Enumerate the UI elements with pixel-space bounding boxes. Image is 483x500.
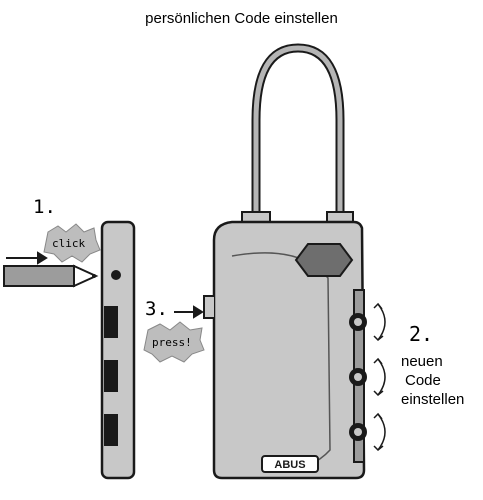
- press-burst: [143, 321, 205, 363]
- rotate-arrow-icon: [373, 357, 386, 397]
- side-slot-1: [104, 306, 118, 338]
- instruction-line: neuen: [401, 353, 443, 370]
- side-slot-2: [104, 360, 118, 392]
- step-2-label: 2.: [409, 322, 434, 346]
- lock-body-front: [212, 220, 366, 480]
- click-burst: [43, 223, 101, 263]
- pen-icon: [3, 264, 99, 288]
- click-label: click: [52, 237, 86, 250]
- step-1-label: 1.: [33, 196, 56, 218]
- shackle: [251, 43, 345, 237]
- shackle-inner: [253, 45, 343, 235]
- rotate-arrow-icon: [373, 302, 386, 342]
- dial-wheel-3: [349, 423, 367, 441]
- press-label: press!: [152, 336, 192, 349]
- logo-text: ABUS: [274, 459, 305, 471]
- reset-hole-icon: [111, 270, 121, 280]
- rotate-arrow-icon: [373, 412, 386, 452]
- arrow-right-icon: [6, 251, 48, 265]
- hexagon-button-icon: [294, 243, 354, 277]
- step-2-instruction: neuen Code einstellen: [401, 352, 464, 409]
- press-tab: [203, 295, 214, 319]
- side-slot-3: [104, 414, 118, 446]
- step-3-label: 3.: [145, 298, 168, 320]
- arrow-right-icon: [174, 305, 204, 319]
- diagram-title: persönlichen Code einstellen: [145, 10, 338, 27]
- instruction-line: einstellen: [401, 391, 465, 408]
- instruction-line: Code: [405, 372, 441, 389]
- dial-wheel-1: [349, 313, 367, 331]
- logo-plate: [261, 455, 319, 473]
- dial-wheel-2: [349, 368, 367, 386]
